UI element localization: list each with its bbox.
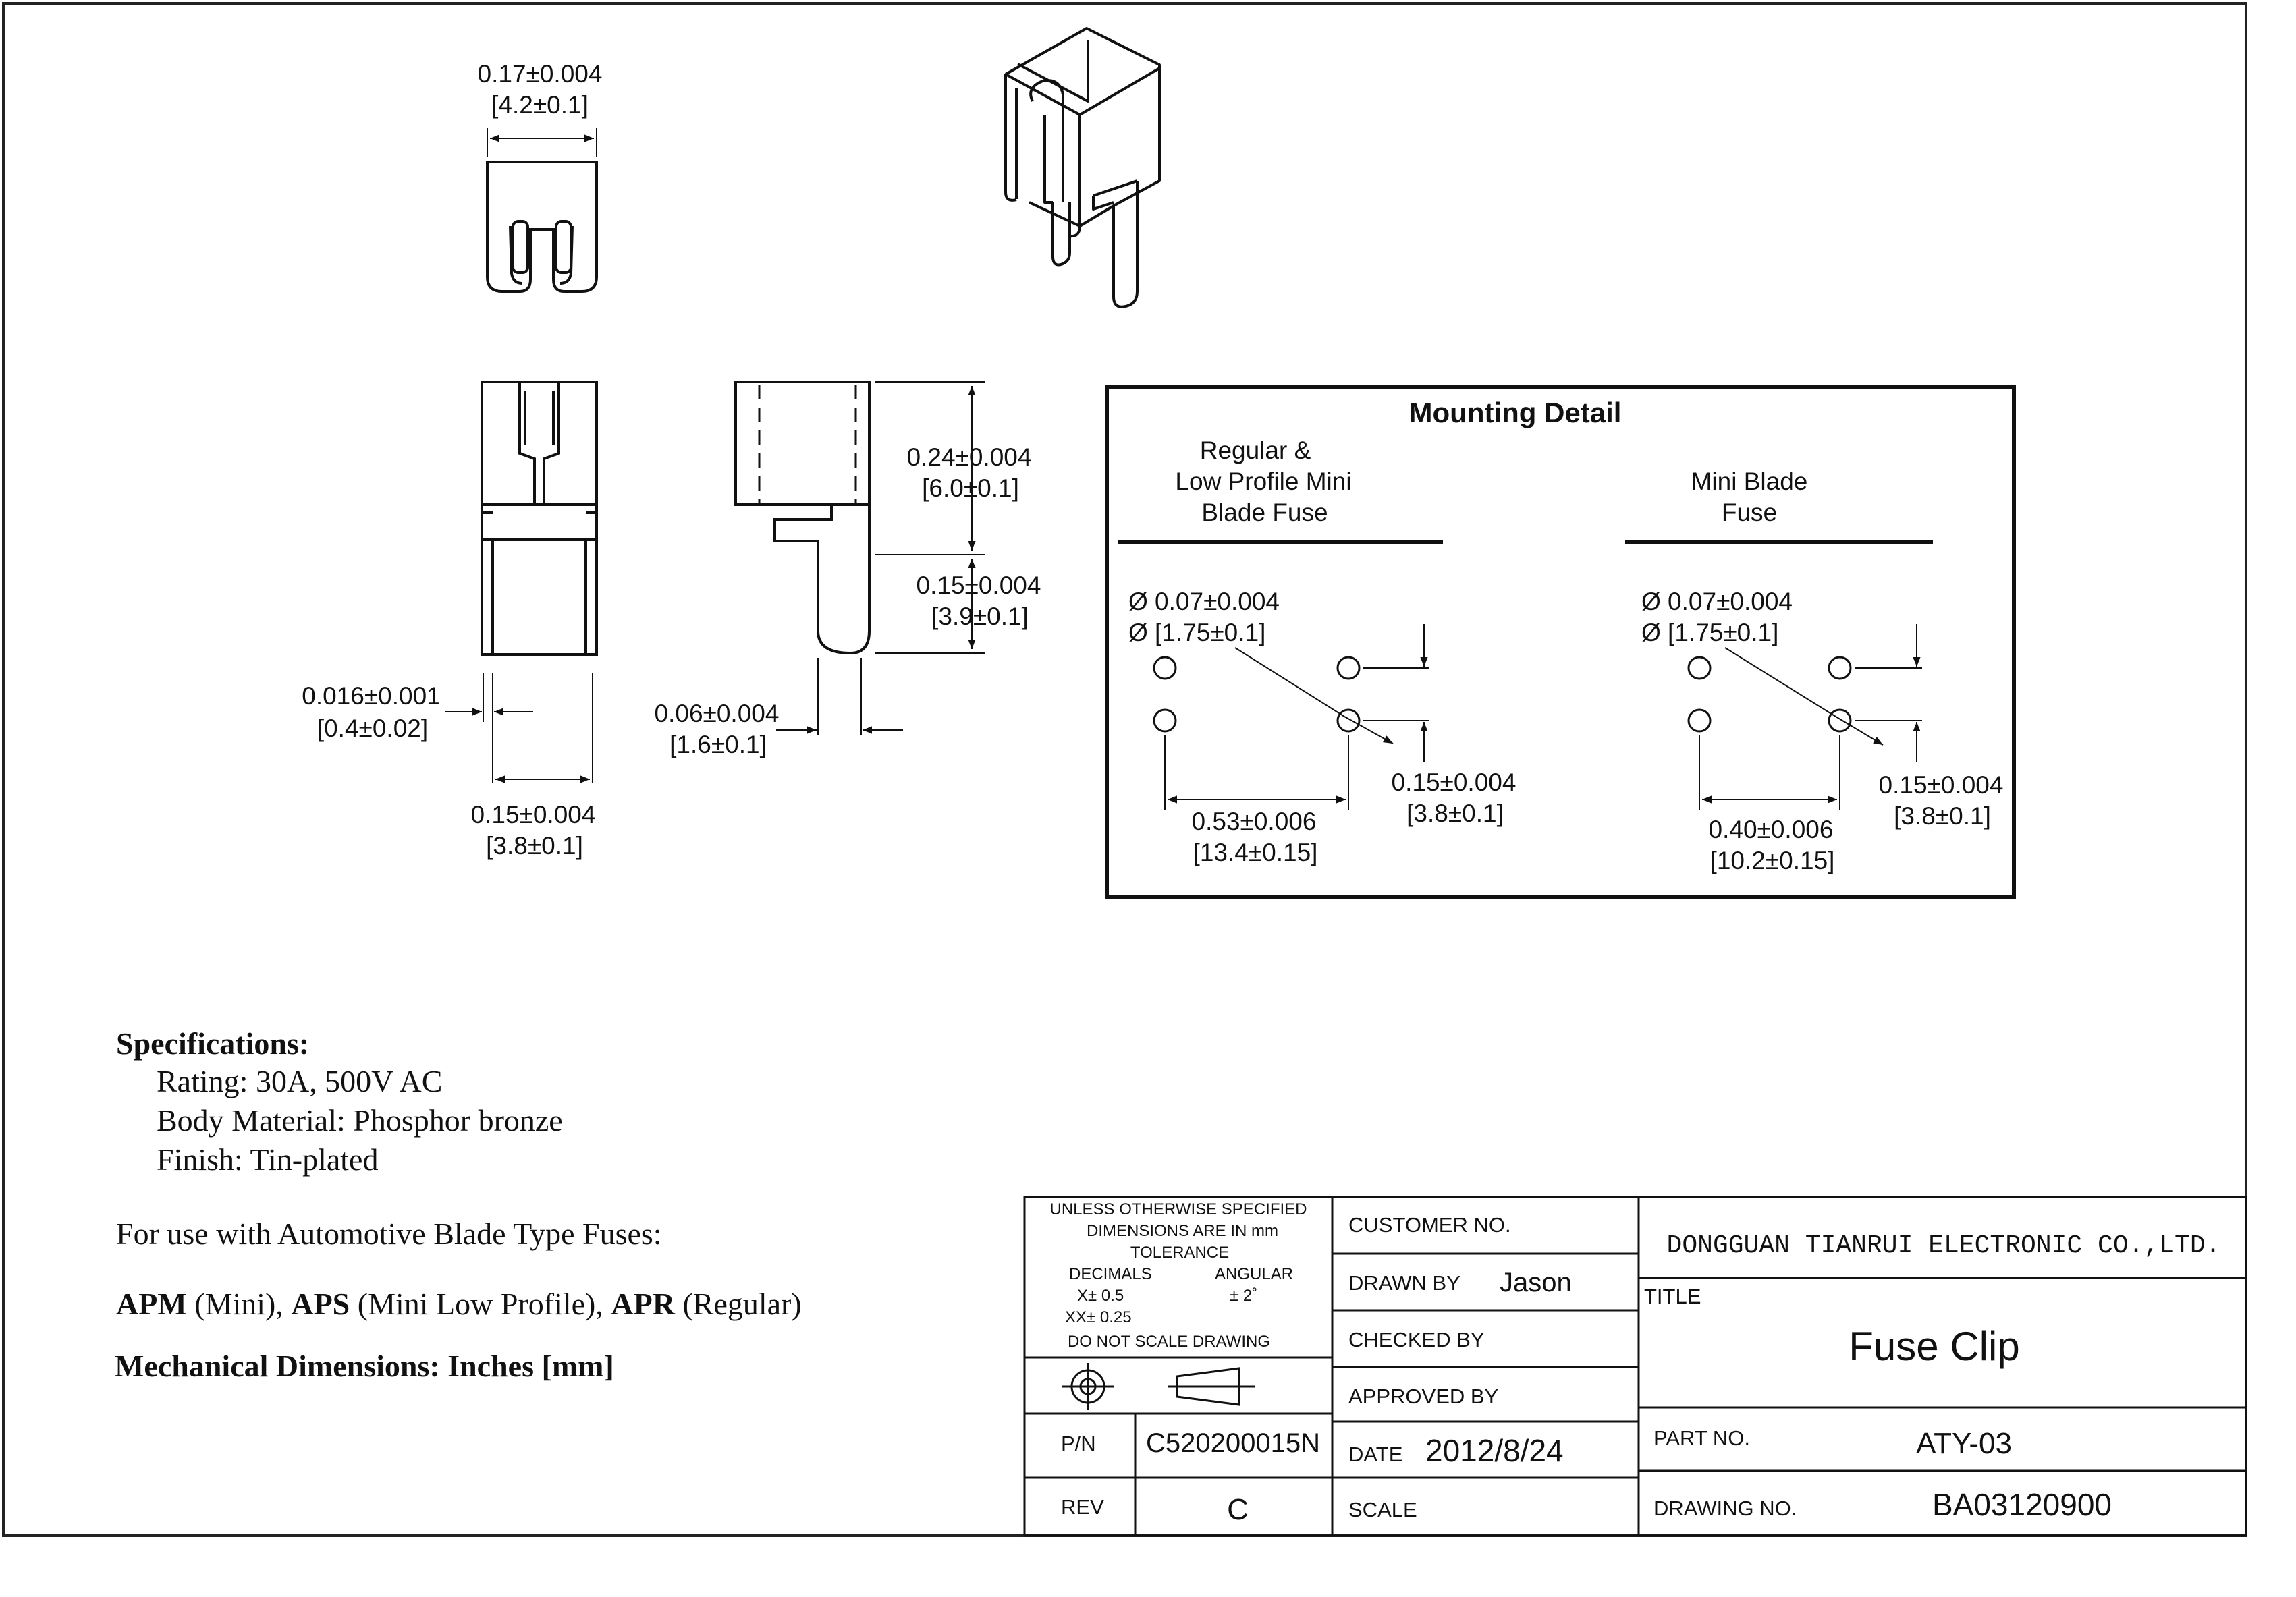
- tb-tolerance: TOLERANCE: [1130, 1243, 1229, 1262]
- isometric-view: [1004, 27, 1162, 308]
- tb-company: DONGGUAN TIANRUI ELECTRONIC CO.,LTD.: [1667, 1231, 2221, 1260]
- dim-pin-spacing-mm: [3.8±0.1]: [486, 832, 583, 860]
- dim-thickness-label: 0.016±0.001: [302, 682, 441, 710]
- tb-drawn-by-value: Jason: [1500, 1268, 1572, 1297]
- dim-height-lower-label: 0.15±0.004: [917, 571, 1041, 599]
- dim-height-lower-mm: [3.9±0.1]: [931, 603, 1029, 630]
- top-view: [486, 161, 598, 293]
- tb-pn-label: P/N: [1061, 1432, 1096, 1455]
- tb-xx-tol: XX± 0.25: [1065, 1308, 1132, 1326]
- tb-title-label: TITLE: [1644, 1285, 1701, 1308]
- dim-thickness: 0.016±0.001 [0.4±0.02]: [302, 673, 533, 783]
- tb-dims-in: DIMENSIONS ARE IN mm: [1087, 1222, 1278, 1240]
- left-hole-2: [1153, 708, 1177, 733]
- dim-pin-spacing: 0.15±0.004 [3.8±0.1]: [471, 673, 596, 860]
- tb-drawing-no-value: BA03120900: [1932, 1487, 2112, 1522]
- spec-mech-dimensions: Mechanical Dimensions: Inches [mm]: [115, 1349, 614, 1383]
- left-hole-dia-mm: Ø [1.75±0.1]: [1128, 619, 1265, 646]
- fuse-type-apr-desc: (Regular): [674, 1287, 802, 1321]
- tb-unless: UNLESS OTHERWISE SPECIFIED: [1050, 1200, 1307, 1218]
- right-heading-line-1: Mini Blade: [1691, 468, 1808, 495]
- tb-scale-label: SCALE: [1348, 1498, 1417, 1521]
- tb-date-label: DATE: [1348, 1442, 1402, 1466]
- dim-top-width: 0.17±0.004 [4.2±0.1]: [478, 60, 603, 157]
- tb-rev-label: REV: [1061, 1495, 1104, 1519]
- right-hole-dia-mm: Ø [1.75±0.1]: [1641, 619, 1778, 646]
- left-span: 0.53±0.006: [1192, 808, 1317, 835]
- left-heading-line-1: Regular &: [1200, 437, 1311, 464]
- right-span-mm: [10.2±0.15]: [1710, 847, 1835, 874]
- left-pitch: 0.15±0.004: [1392, 768, 1516, 796]
- left-pitch-mm: [3.8±0.1]: [1406, 800, 1504, 827]
- tb-rev-value: C: [1227, 1493, 1249, 1526]
- left-heading-line-2: Low Profile Mini: [1175, 468, 1351, 495]
- dim-height-upper-mm: [6.0±0.1]: [922, 474, 1019, 502]
- fuse-type-aps-desc: (Mini Low Profile),: [350, 1287, 611, 1321]
- fuse-type-apm-desc: (Mini),: [186, 1287, 292, 1321]
- left-hole-3: [1336, 656, 1361, 680]
- dim-pin-spacing-label: 0.15±0.004: [471, 801, 596, 829]
- side-view: [734, 381, 871, 655]
- left-span-mm: [13.4±0.15]: [1193, 839, 1318, 866]
- title-block: [1023, 1196, 2247, 1537]
- tb-x-tol: X± 0.5: [1077, 1287, 1124, 1305]
- right-hole-dia: Ø 0.07±0.004: [1641, 588, 1793, 615]
- tb-title-value: Fuse Clip: [1849, 1324, 2019, 1369]
- right-hole-2: [1687, 708, 1712, 733]
- left-hole-dia: Ø 0.07±0.004: [1128, 588, 1280, 615]
- tb-part-no-value: ATY-03: [1916, 1427, 2012, 1460]
- right-heading-line-2: Fuse: [1722, 499, 1777, 526]
- tb-decimals: DECIMALS: [1069, 1265, 1152, 1283]
- dim-top-width-label: 0.17±0.004: [478, 60, 603, 88]
- spec-finish: Finish: Tin-plated: [157, 1142, 379, 1177]
- tb-part-no-label: PART NO.: [1653, 1426, 1750, 1450]
- right-hole-3: [1828, 656, 1852, 680]
- left-hole-1: [1153, 656, 1177, 680]
- dim-thickness-mm: [0.4±0.02]: [317, 715, 428, 742]
- left-heading-line-3: Blade Fuse: [1201, 499, 1328, 526]
- left-hole-4: [1336, 708, 1361, 733]
- fuse-type-apm: APM: [116, 1287, 187, 1321]
- fuse-type-aps: APS: [291, 1287, 350, 1321]
- dim-pin-width-mm: [1.6±0.1]: [669, 731, 767, 758]
- tb-drawing-no-label: DRAWING NO.: [1653, 1496, 1797, 1520]
- tb-no-scale: DO NOT SCALE DRAWING: [1068, 1333, 1270, 1351]
- tb-checked-by: CHECKED BY: [1348, 1328, 1485, 1351]
- tb-customer-no: CUSTOMER NO.: [1348, 1213, 1511, 1237]
- title-block-text: UNLESS OTHERWISE SPECIFIED DIMENSIONS AR…: [1050, 1200, 2221, 1526]
- tb-date-value: 2012/8/24: [1425, 1433, 1564, 1468]
- spec-fuse-types: APM (Mini), APS (Mini Low Profile), APR …: [116, 1285, 802, 1324]
- spec-body-material: Body Material: Phosphor bronze: [157, 1103, 563, 1138]
- right-pitch-mm: [3.8±0.1]: [1894, 802, 1991, 830]
- tb-angular: ANGULAR: [1215, 1265, 1293, 1283]
- dim-heights: 0.24±0.004 [6.0±0.1] 0.15±0.004 [3.9±0.1…: [875, 381, 1041, 654]
- right-span: 0.40±0.006: [1709, 816, 1834, 843]
- dim-pin-width: 0.06±0.004 [1.6±0.1]: [655, 658, 903, 758]
- specs-heading: Specifications:: [116, 1026, 310, 1061]
- right-hole-4: [1828, 708, 1852, 733]
- mounting-detail-box: Mounting Detail Regular & Low Profile Mi…: [1105, 385, 2016, 899]
- tb-pn-value: C520200015N: [1146, 1428, 1320, 1458]
- projection-symbol-icon: [1062, 1363, 1255, 1410]
- tb-approved-by: APPROVED BY: [1348, 1384, 1498, 1408]
- spec-rating: Rating: 30A, 500V AC: [157, 1064, 443, 1098]
- front-view: [481, 381, 598, 656]
- fuse-type-apr: APR: [611, 1287, 675, 1321]
- dim-pin-width-label: 0.06±0.004: [655, 700, 780, 727]
- dim-top-width-mm: [4.2±0.1]: [491, 91, 589, 119]
- mounting-detail-title: Mounting Detail: [1409, 397, 1622, 428]
- spec-usage: For use with Automotive Blade Type Fuses…: [116, 1216, 662, 1251]
- dim-height-upper-label: 0.24±0.004: [907, 443, 1032, 471]
- right-pitch: 0.15±0.004: [1879, 771, 2004, 799]
- right-hole-1: [1687, 656, 1712, 680]
- tb-drawn-by: DRAWN BY: [1348, 1271, 1460, 1295]
- tb-ang-tol: ± 2˚: [1230, 1287, 1257, 1305]
